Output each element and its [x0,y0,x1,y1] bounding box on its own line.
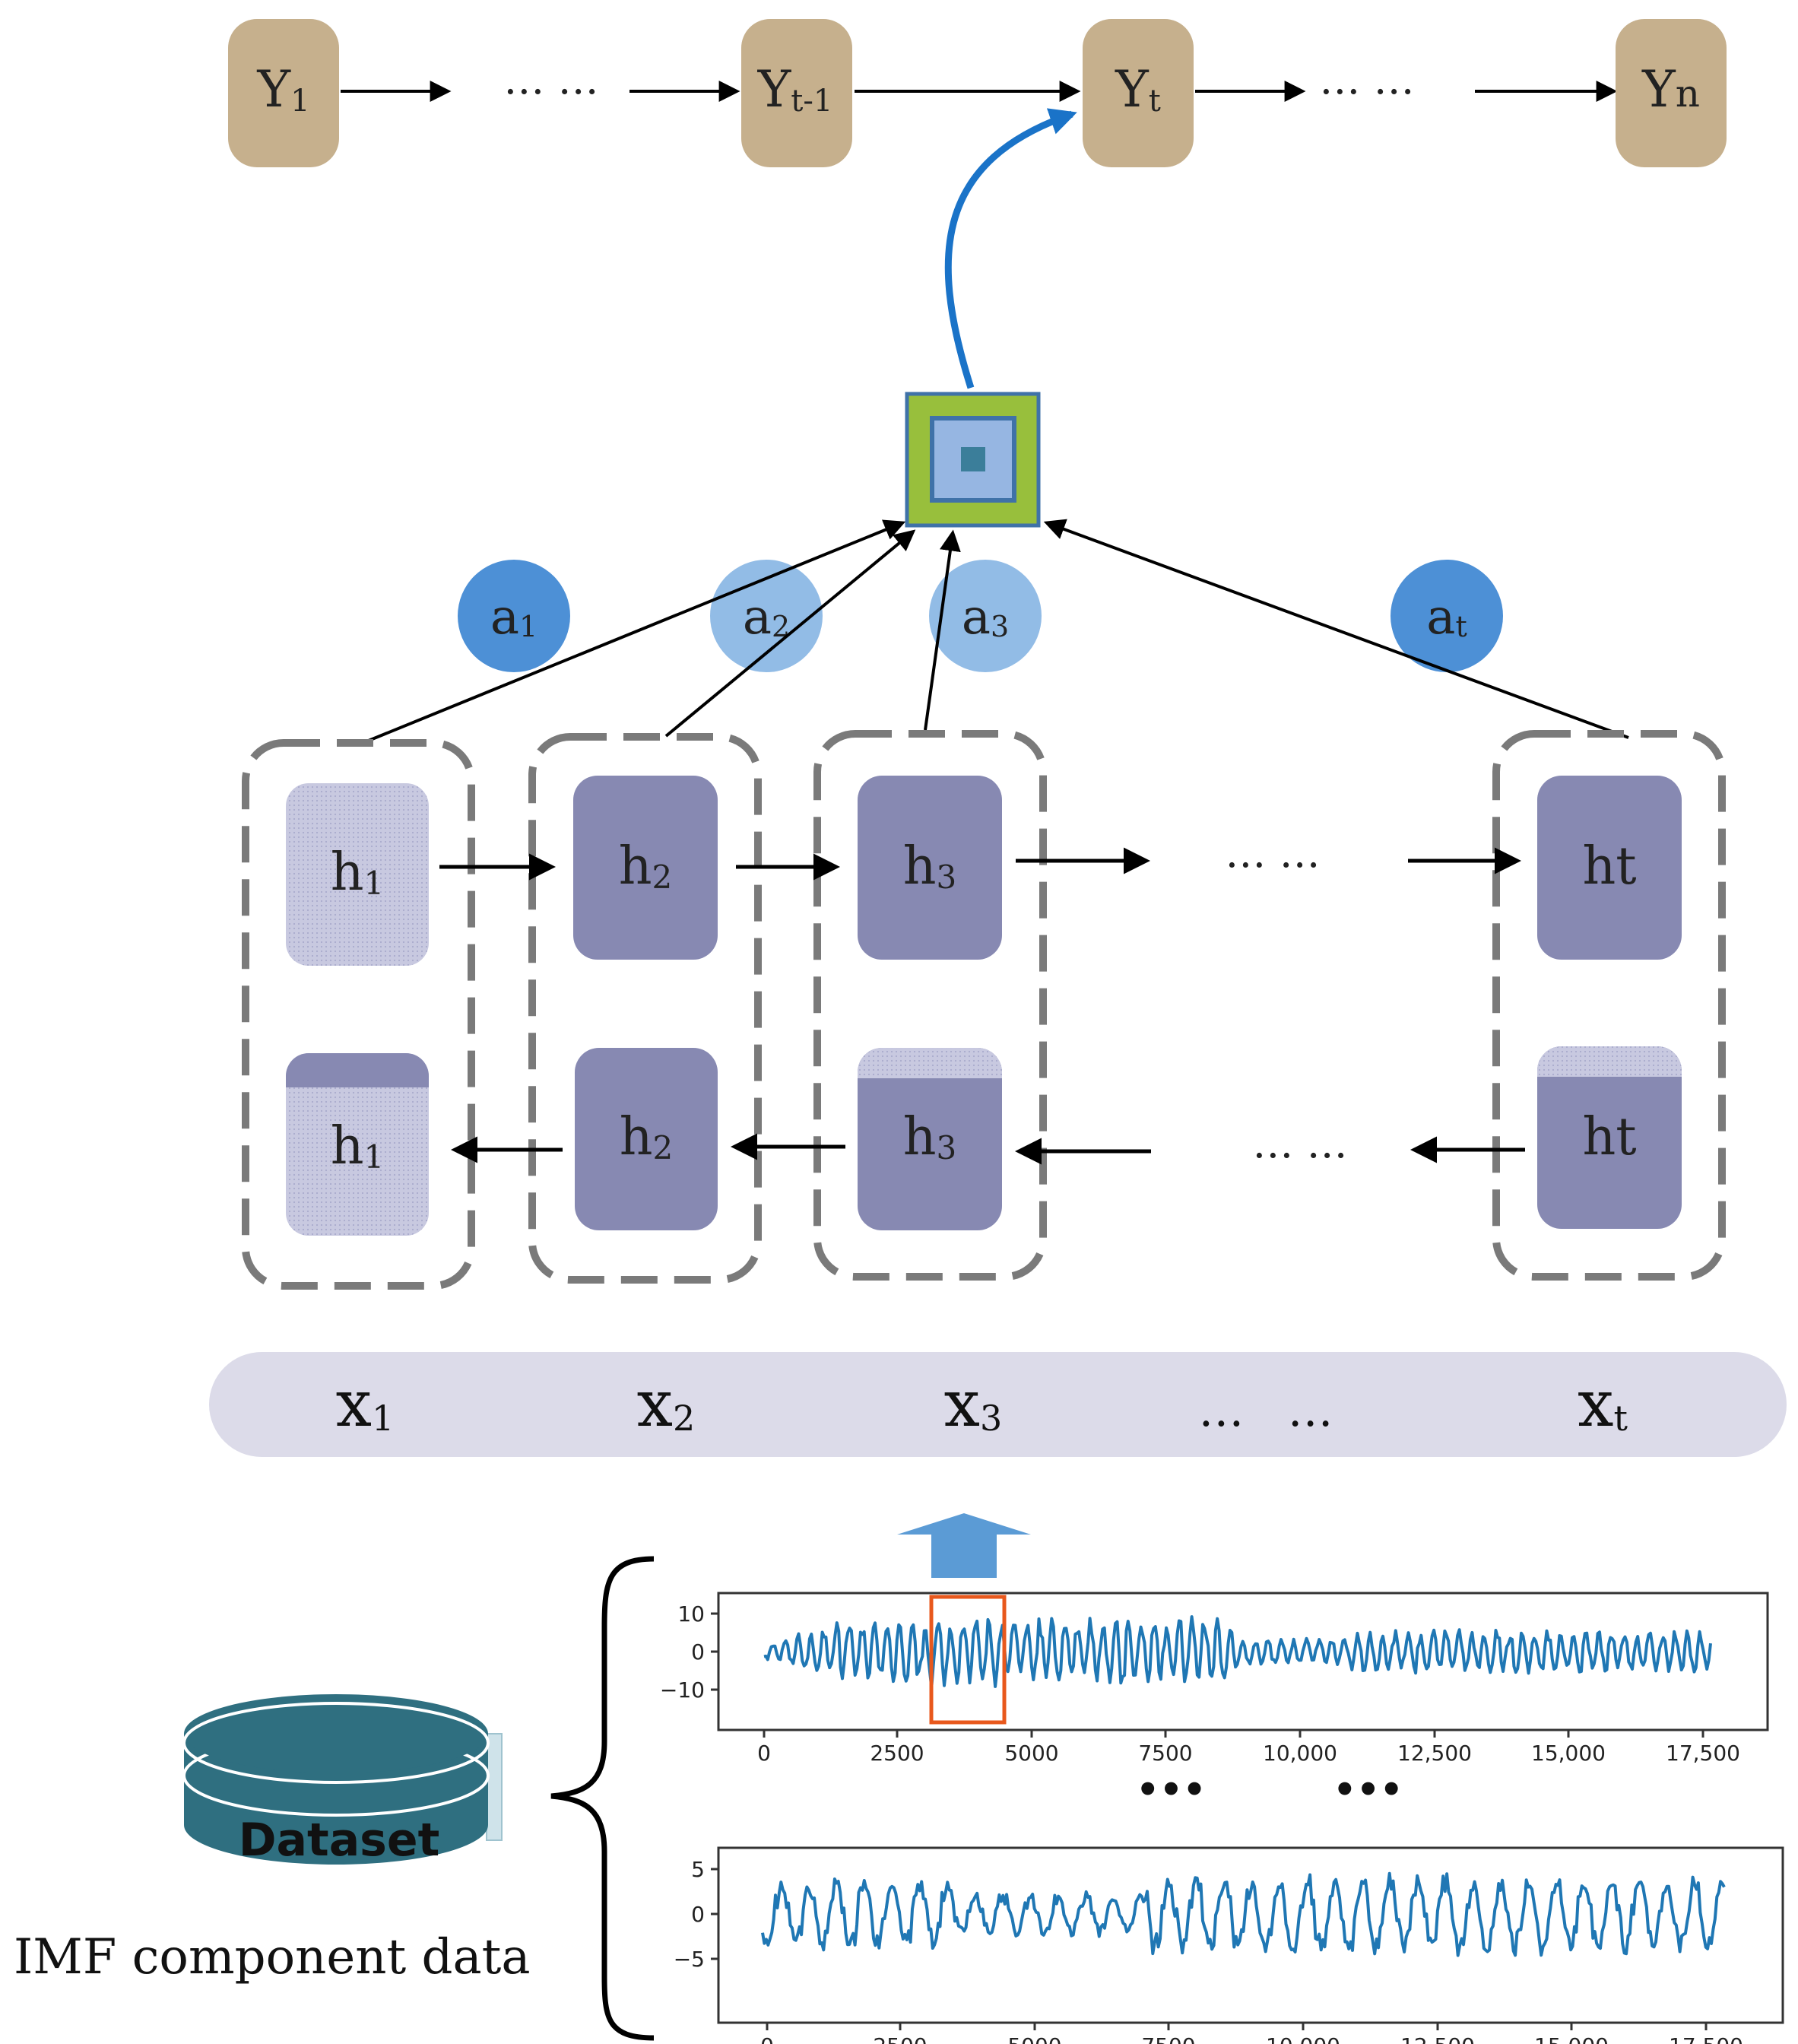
attention-weights: a1 a2 a3 at [458,560,1503,672]
bottom-x-tick-label-2: 5000 [1007,2033,1061,2044]
imf-plot-bottom: 5 0 −5 0 2500 5000 7500 10,000 12,500 15,000 17,5… [674,1846,1784,2044]
dataset-caption: IMF component data [14,1929,531,1985]
attention-weight-a2 [710,560,823,672]
top-x-tick-label-4: 10,000 [1263,1741,1337,1766]
output-node-y1-label: Y1 [256,60,309,119]
bottom-x-tick-label-5: 12,500 [1400,2033,1475,2044]
bottom-x-tick-label-4: 10,000 [1266,2033,1340,2044]
output-row: Y1 … … Yt-1 Yt … … Yn [228,19,1727,167]
forward-node-h3 [858,776,1002,960]
forward-dots: … … [1225,829,1320,877]
attention-weight-at-label: at [1426,589,1467,646]
output-node-yt-1-label: Yt-1 [757,60,833,119]
input-up-arrow [897,1513,1031,1578]
imf-signal-top [763,1615,1712,1689]
backward-lstm-row: h1 h2 h3 … … ht [286,1046,1682,1236]
arrow-h3-to-attention [924,529,961,731]
top-y-tick-label-1: 0 [691,1639,705,1665]
top-x-tick-label-3: 7500 [1138,1741,1192,1766]
bottom-x-tick-label-6: 15,000 [1534,2033,1609,2044]
forward-node-h3-label: h3 [903,836,957,897]
arrow-h1-to-attention [357,519,906,747]
backward-node-h2-label: h2 [620,1107,674,1167]
attention-weight-a3-label: a3 [962,589,1009,646]
top-y-tick-label-2: −10 [660,1677,705,1703]
top-x-tick-label-2: 5000 [1004,1741,1058,1766]
bottom-x-tick-label-3: 7500 [1141,2033,1195,2044]
input-sequence-bar: x1 x2 x3 … … xt [209,1352,1787,1457]
timestep-group-2 [528,733,762,1284]
imf-plot-bottom-frame [717,1846,1784,2024]
input-x2: x2 [637,1366,696,1441]
output-node-yt [1083,19,1194,167]
bottom-y-tick-label-1: 0 [691,1902,705,1927]
timestep-group-t [1492,730,1726,1281]
backward-dots: … … [1252,1119,1347,1167]
top-y-tick-label-0: 10 [677,1601,705,1627]
timestep-group-3 [813,730,1047,1281]
bottom-x-tick-label-7: 17,500 [1669,2033,1743,2044]
attention-weight-a1-label: a1 [490,589,537,646]
output-node-yn [1616,19,1727,167]
output-node-y1 [228,19,339,167]
backward-node-h1-label: h1 [331,1116,385,1176]
top-x-tick-label-5: 12,500 [1397,1741,1472,1766]
forward-node-ht [1537,776,1682,960]
top-x-tick-label-7: 17,500 [1666,1741,1740,1766]
backward-node-ht [1537,1046,1682,1229]
forward-node-h1 [286,783,429,966]
top-x-tick-label-6: 15,000 [1531,1741,1606,1766]
bottom-y-tick-label-2: −5 [674,1947,705,1972]
imf-plot-top: 10 0 −10 0 2500 5000 7500 10,000 12,500 15,000 17… [660,1592,1769,1766]
attention-weight-a1 [458,560,570,672]
bottom-x-tick-label-0: 0 [760,2033,774,2044]
attention-weight-at [1391,560,1503,672]
imf-signal-bottom [761,1871,1726,1957]
window-highlight-box [929,1595,1007,1725]
imf-plot-top-frame [717,1592,1769,1731]
attention-weight-a3 [929,560,1042,672]
bottom-y-tick-label-0: 5 [691,1857,705,1882]
backward-node-h2 [575,1048,718,1230]
forward-node-h2-label: h2 [619,836,673,897]
dataset-label: Dataset [239,1814,440,1867]
curly-brace [550,1556,655,2041]
top-x-tick-label-0: 0 [757,1741,771,1766]
input-x1: x1 [336,1366,395,1441]
output-dots-right: … … [1319,56,1414,103]
attention-to-output-curve [944,108,1077,389]
dataset-cylinder: Dataset [182,1694,503,1867]
input-xt: xt [1578,1366,1628,1441]
input-dots: … … [1198,1384,1333,1437]
input-x3: x3 [944,1366,1003,1441]
backward-node-h1 [286,1053,429,1236]
backward-node-ht-label: ht [1582,1107,1636,1167]
attention-context-block [905,392,1041,528]
plots-between-dots: ••• ••• [1136,1769,1403,1811]
timestep-group-1 [242,739,475,1290]
top-x-tick-label-1: 2500 [870,1741,924,1766]
backward-node-h3-label: h3 [903,1107,957,1167]
arrow-h2-to-attention [664,529,916,738]
output-node-yt-label: Yt [1115,60,1161,119]
timestep-groups [242,730,1726,1290]
forward-node-h1-label: h1 [331,843,385,903]
output-node-yn-label: Yn [1641,60,1700,119]
arrow-ht-to-attention [1043,519,1629,739]
backward-node-h3 [858,1048,1002,1230]
forward-node-h2 [573,776,718,960]
forward-lstm-row: h1 h2 h3 … … ht [286,776,1682,966]
forward-node-ht-label: ht [1582,836,1636,897]
output-dots-left: … … [503,56,598,103]
output-node-yt-1 [741,19,852,167]
bottom-x-tick-label-1: 2500 [873,2033,927,2044]
